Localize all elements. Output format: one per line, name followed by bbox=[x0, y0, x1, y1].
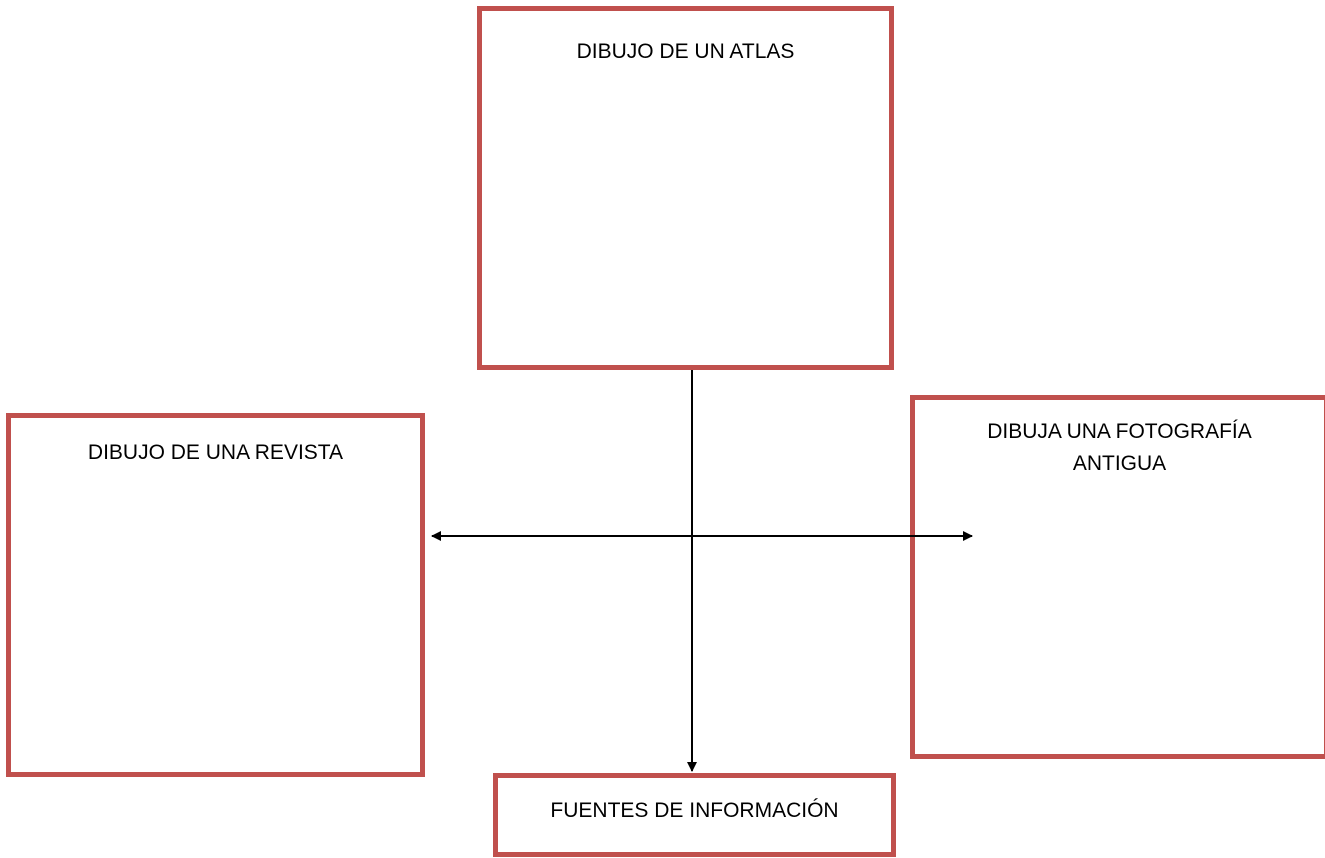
node-fuentes-label: FUENTES DE INFORMACIÓN bbox=[550, 799, 839, 822]
node-fotografia: DIBUJA UNA FOTOGRAFÍA ANTIGUA bbox=[910, 395, 1325, 759]
node-fuentes: FUENTES DE INFORMACIÓN bbox=[493, 773, 896, 857]
node-revista: DIBUJO DE UNA REVISTA bbox=[6, 413, 425, 777]
node-atlas-label: DIBUJO DE UN ATLAS bbox=[576, 40, 795, 63]
node-atlas: DIBUJO DE UN ATLAS bbox=[477, 6, 894, 370]
node-revista-label: DIBUJO DE UNA REVISTA bbox=[87, 441, 344, 464]
node-fotografia-label: DIBUJA UNA FOTOGRAFÍA ANTIGUA bbox=[987, 420, 1252, 475]
